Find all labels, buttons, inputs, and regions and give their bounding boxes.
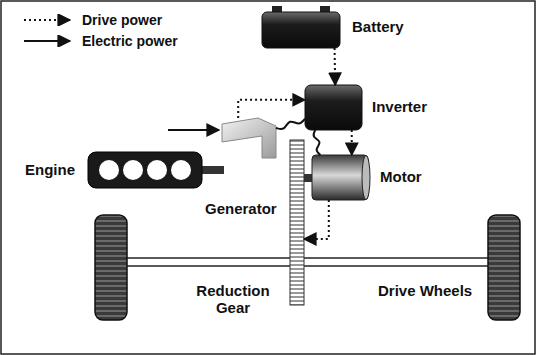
power-flow-arrow [238, 100, 305, 118]
inverter-symbol [305, 85, 362, 130]
component-label: Engine [25, 161, 75, 178]
legend-text: Drive power [82, 12, 162, 28]
wheel [95, 215, 127, 320]
battery-symbol [262, 6, 340, 48]
component-label: Battery [352, 18, 404, 35]
legend-line [24, 19, 70, 21]
reduction-gear [290, 140, 304, 305]
component-label: Drive Wheels [378, 282, 472, 299]
motor-symbol [304, 155, 370, 200]
legend: Drive powerElectric power [22, 9, 178, 51]
power-flow-arrow [304, 200, 329, 239]
wire [314, 130, 321, 155]
component: Motor [312, 155, 368, 200]
component: Drive Wheels [488, 215, 520, 320]
component: Engine [88, 152, 202, 188]
component-label: Reduction Gear [182, 282, 284, 317]
wire [276, 119, 305, 129]
component: Generator [222, 118, 276, 158]
component: Battery [262, 5, 340, 48]
legend-line [24, 40, 70, 42]
power-arrow [168, 129, 219, 131]
generator-symbol [222, 118, 276, 158]
component-label: Motor [380, 168, 422, 185]
engine-symbol [88, 152, 224, 188]
axle [120, 258, 490, 266]
power-flow-arrow [351, 130, 353, 155]
component: Inverter [305, 85, 362, 130]
component: Reduction Gear [290, 140, 304, 305]
component-label: Generator [205, 200, 277, 217]
legend-sample [22, 35, 74, 47]
legend-text: Electric power [82, 33, 178, 49]
legend-row: Drive power [22, 9, 178, 30]
power-flow-arrow [334, 48, 337, 85]
component-label: Inverter [372, 98, 427, 115]
wheel [488, 215, 520, 320]
legend-sample [22, 14, 74, 26]
legend-row: Electric power [22, 30, 178, 51]
